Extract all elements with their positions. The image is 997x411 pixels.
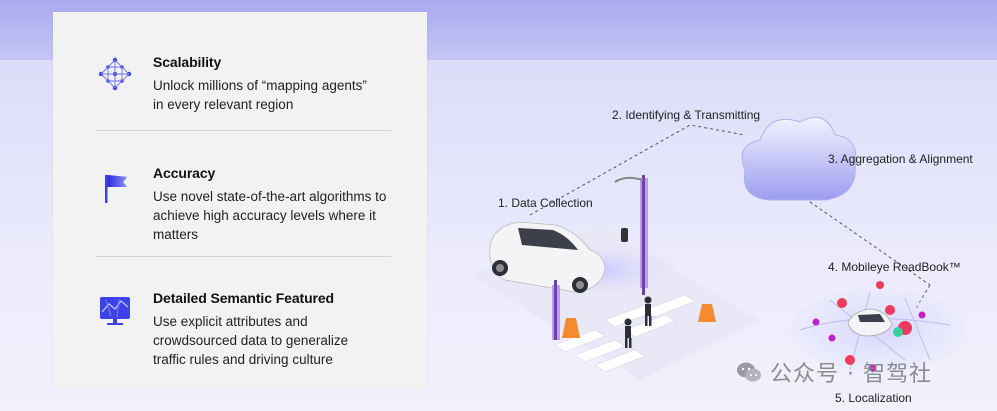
description-line: in every relevant region: [153, 97, 294, 112]
feature-title: Scalability: [153, 54, 222, 70]
description-line: achieve high accuracy levels where it: [153, 208, 376, 223]
localization-map: [790, 281, 966, 372]
watermark: 公众号 · 智驾社: [736, 356, 932, 388]
description-line: Unlock millions of “mapping agents”: [153, 78, 367, 93]
network-nodes-icon: [98, 57, 132, 91]
description-line: Use explicit attributes and: [153, 314, 308, 329]
map-screen-icon: [100, 297, 130, 325]
street-scene: [470, 175, 760, 380]
cloud-icon: [741, 116, 857, 201]
feature-description: Use novel state-of-the-art algorithms to…: [153, 187, 413, 244]
feature-title: Accuracy: [153, 165, 216, 181]
description-line: crowdsourced data to generalize: [153, 333, 349, 348]
wechat-icon: [737, 362, 761, 382]
description-line: matters: [153, 227, 199, 242]
step-roadbook: 4. Mobileye RoadBook™: [828, 260, 961, 274]
flag-icon: [105, 175, 127, 203]
description-line: Use novel state-of-the-art algorithms to: [153, 189, 387, 204]
step-localization: 5. Localization: [835, 391, 912, 405]
divider: [95, 130, 391, 131]
feature-description: Use explicit attributes and crowdsourced…: [153, 312, 413, 369]
step-identifying-transmitting: 2. Identifying & Transmitting: [612, 108, 761, 122]
step-data-collection: 1. Data Collection: [498, 196, 593, 210]
feature-title: Detailed Semantic Featured: [153, 290, 335, 306]
watermark-text: 公众号 · 智驾社: [770, 362, 932, 387]
description-line: traffic rules and driving culture: [153, 352, 333, 367]
feature-description: Unlock millions of “mapping agents” in e…: [153, 76, 413, 114]
divider: [95, 256, 391, 257]
features-panel: Scalability Unlock millions of “mapping …: [53, 12, 427, 388]
step-aggregation-alignment: 3. Aggregation & Alignment: [828, 152, 973, 166]
